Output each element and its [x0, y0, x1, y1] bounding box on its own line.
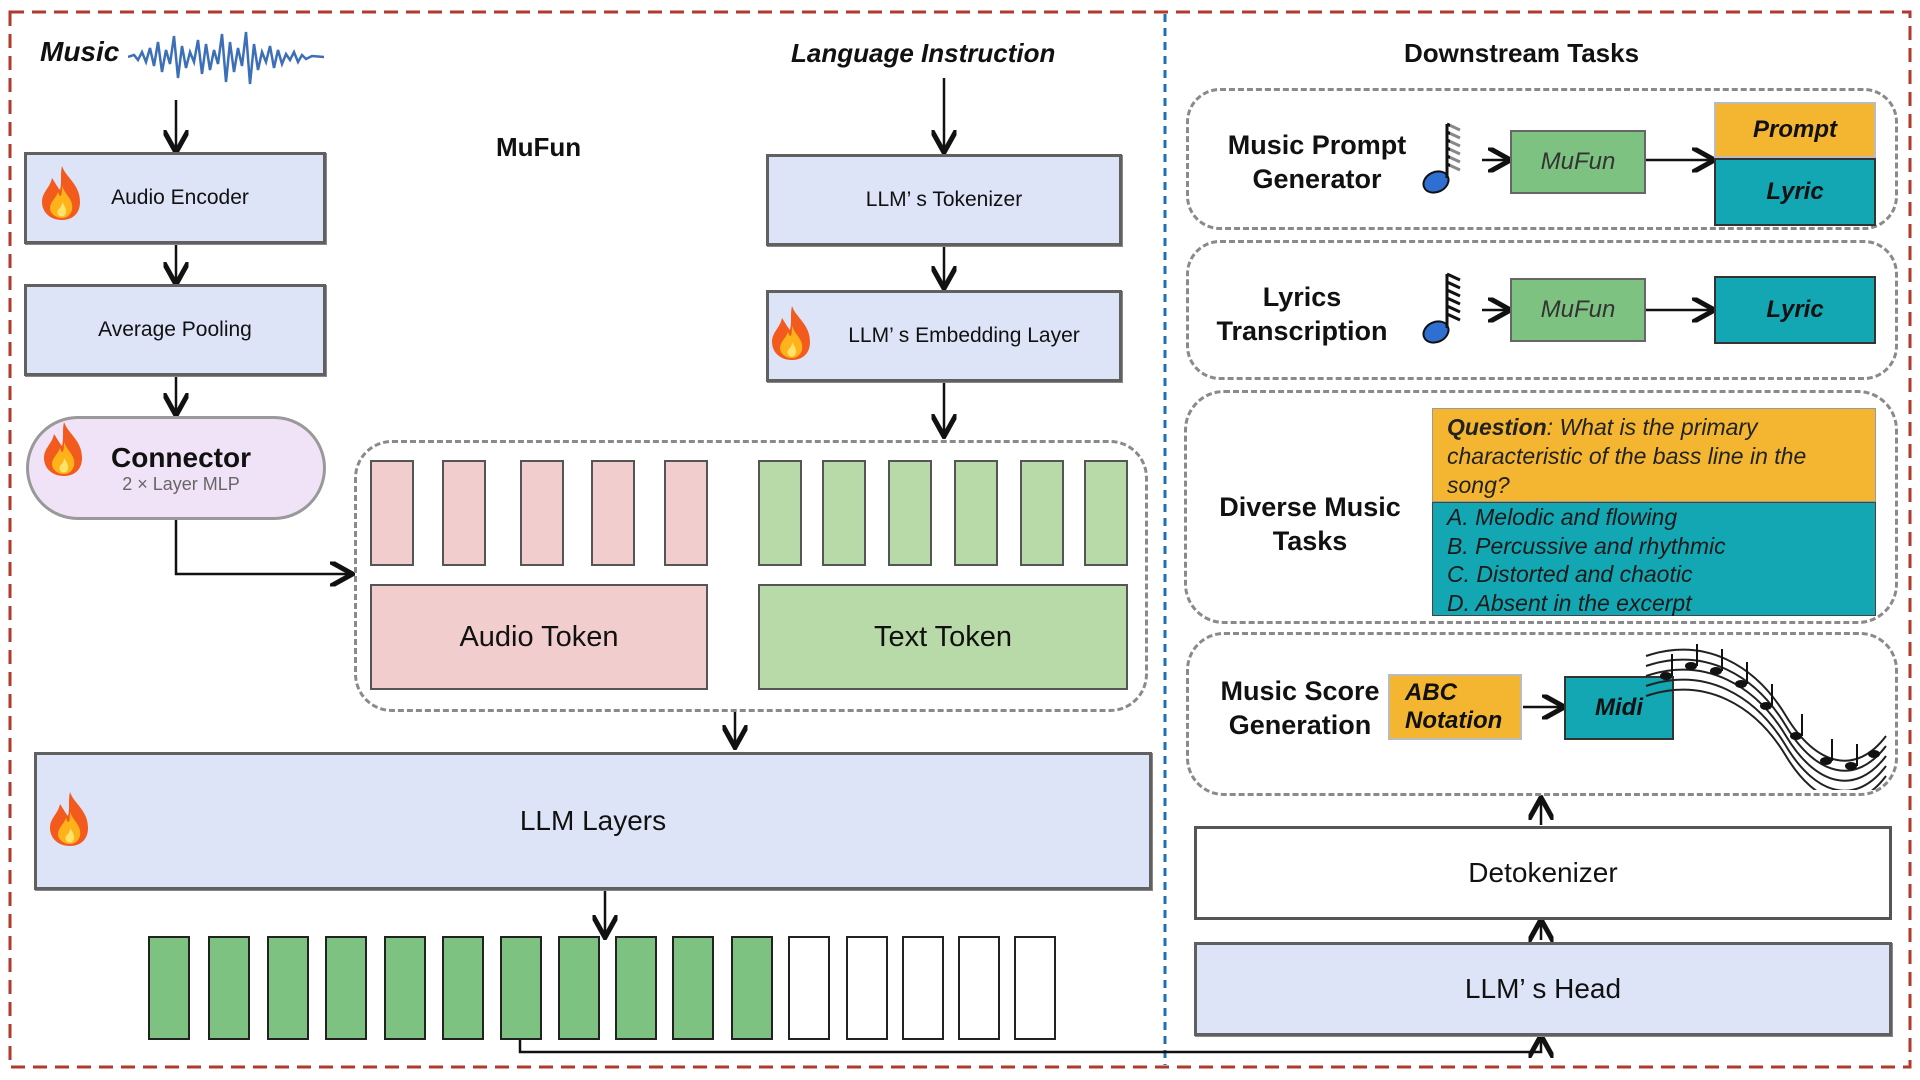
output-token-filled: [442, 936, 484, 1040]
sheet-music-icon: [1645, 644, 1887, 790]
mufun-model-label: MuFun: [1540, 148, 1616, 175]
music-note-icon: [1422, 122, 1462, 194]
output-token-filled: [731, 936, 773, 1040]
average-pooling-box: Average Pooling: [24, 284, 326, 376]
option-b: B. Percussive and rhythmic: [1447, 532, 1726, 559]
tokenizer-box: LLM’ s Tokenizer: [766, 154, 1122, 246]
mufun-model-label: MuFun: [1540, 296, 1616, 323]
lyric-output-box: Lyric: [1714, 276, 1876, 344]
downstream-tasks-title: Downstream Tasks: [1404, 38, 1640, 68]
llm-layers-box: LLM Layers: [34, 752, 1152, 890]
audio-token-column: [442, 460, 486, 566]
llm-head-box: LLM’ s Head: [1194, 942, 1892, 1036]
flame-icon: [44, 422, 82, 476]
audio-token-column: [520, 460, 564, 566]
task-score-panel: [1186, 632, 1898, 796]
mufun-title: MuFun: [496, 132, 582, 162]
midi-box: Midi: [1564, 676, 1674, 740]
question-box: Question: What is the primary characteri…: [1432, 408, 1876, 502]
output-token-empty: [958, 936, 1000, 1040]
abc-notation-box: ABC Notation: [1388, 674, 1522, 740]
audio-token-box: Audio Token: [370, 584, 708, 690]
output-token-empty: [846, 936, 888, 1040]
midi-label: Midi: [1595, 694, 1643, 721]
prompt-output-label: Prompt: [1753, 116, 1837, 143]
output-token-empty: [788, 936, 830, 1040]
lyrics-transcription-label: Lyrics Transcription: [1216, 282, 1388, 346]
audio-encoder-label: Audio Encoder: [111, 186, 249, 209]
llm-layers-label: LLM Layers: [519, 805, 667, 836]
detokenizer-box: Detokenizer: [1194, 826, 1892, 920]
flame-icon: [50, 792, 88, 846]
music-note-icon: [1422, 272, 1461, 344]
music-label: Music: [40, 36, 120, 67]
flame-icon: [772, 306, 810, 360]
output-token-empty: [902, 936, 944, 1040]
text-token-label: Text Token: [873, 620, 1013, 653]
prompt-output-box: Prompt: [1714, 102, 1876, 158]
text-token-column: [1084, 460, 1128, 566]
output-token-empty: [1014, 936, 1056, 1040]
output-token-filled: [208, 936, 250, 1040]
task-prompt-generator-panel: [1186, 88, 1898, 230]
detokenizer-label: Detokenizer: [1468, 857, 1618, 888]
option-a: A. Melodic and flowing: [1447, 504, 1678, 530]
text-token-column: [1020, 460, 1064, 566]
waveform-icon: [128, 31, 324, 85]
text-token-column: [822, 460, 866, 566]
arrow-connector-to-tokens: [174, 520, 350, 574]
audio-token-column: [370, 460, 414, 566]
mufun-model-box: MuFun: [1510, 278, 1646, 342]
text-token-column: [888, 460, 932, 566]
text-token-column: [954, 460, 998, 566]
audio-token-column: [664, 460, 708, 566]
question-text: : What is the primary characteristic of …: [1447, 414, 1807, 498]
connector-sublabel: 2 × Layer MLP: [122, 473, 240, 494]
diverse-tasks-label: Diverse Music Tasks: [1219, 492, 1401, 556]
lyric-output-label: Lyric: [1766, 178, 1824, 205]
lyric-output-label: Lyric: [1766, 296, 1824, 323]
output-token-filled: [384, 936, 426, 1040]
option-d: D. Absent in the excerpt: [1447, 589, 1692, 616]
abc-notation-label: ABC Notation: [1405, 679, 1503, 734]
options-box: A. Melodic and flowing B. Percussive and…: [1432, 502, 1876, 616]
embedding-layer-label: LLM’ s Embedding Layer: [848, 324, 1080, 347]
connector-label: Connector: [111, 441, 251, 473]
connector-box: Connector 2 × Layer MLP: [26, 416, 326, 520]
text-token-column: [758, 460, 802, 566]
output-token-filled: [672, 936, 714, 1040]
lyric-output-box: Lyric: [1714, 158, 1876, 226]
flame-icon: [42, 166, 80, 220]
token-panel: [354, 440, 1148, 712]
embedding-layer-box: LLM’ s Embedding Layer: [766, 290, 1122, 382]
output-token-filled: [325, 936, 367, 1040]
arrow-output-to-head: [518, 1038, 1541, 1052]
output-token-filled: [500, 936, 542, 1040]
task-lyrics-panel: [1186, 240, 1898, 380]
language-instruction-label: Language Instruction: [791, 38, 1056, 68]
mufun-model-box: MuFun: [1510, 130, 1646, 194]
prompt-generator-label: Music Prompt Generator: [1227, 130, 1407, 194]
tokenizer-label: LLM’ s Tokenizer: [865, 188, 1023, 211]
option-c: C. Distorted and chaotic: [1447, 561, 1693, 587]
audio-token-label: Audio Token: [459, 620, 619, 653]
task-diverse-panel: [1184, 390, 1898, 624]
text-token-box: Text Token: [758, 584, 1128, 690]
question-prefix: Question: [1447, 414, 1547, 440]
audio-token-column: [591, 460, 635, 566]
llm-head-label: LLM’ s Head: [1464, 973, 1622, 1004]
output-token-filled: [148, 936, 190, 1040]
outer-frame: [8, 10, 1912, 1069]
output-token-filled: [615, 936, 657, 1040]
output-token-filled: [558, 936, 600, 1040]
score-generation-label: Music Score Generation: [1220, 676, 1380, 740]
average-pooling-label: Average Pooling: [98, 318, 252, 341]
output-token-filled: [267, 936, 309, 1040]
